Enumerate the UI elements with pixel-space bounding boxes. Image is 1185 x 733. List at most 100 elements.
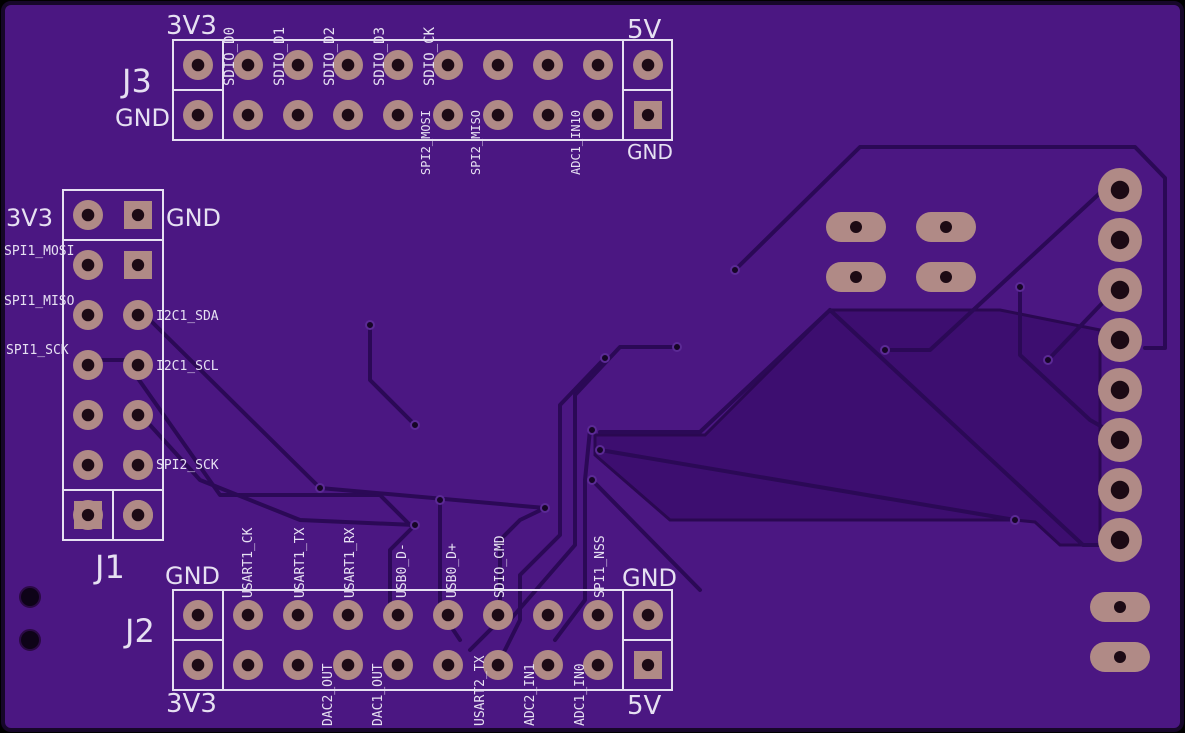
pad-hole <box>491 58 505 72</box>
pad-hole <box>241 108 255 122</box>
j2-top-pin-label: USB0_D+ <box>445 543 460 598</box>
pad-hole <box>1110 230 1130 250</box>
pad-hole <box>641 108 655 122</box>
pad-hole <box>241 58 255 72</box>
j3-bottom-pin-label: SPI2_MOSI <box>419 110 433 175</box>
oval-pad-holes <box>850 221 1126 663</box>
pad-hole <box>591 58 605 72</box>
pad-hole <box>341 108 355 122</box>
pad-hole <box>81 208 95 222</box>
j3-top-pin-label: SDIO_D2 <box>322 27 338 86</box>
j3-gnd-right-label: GND <box>627 140 673 164</box>
j1-left-pin-label: SPI1_MISO <box>4 294 75 309</box>
pad-hole <box>1110 430 1130 450</box>
pad-hole <box>131 308 145 322</box>
pad-hole <box>391 608 405 622</box>
pad-hole <box>341 658 355 672</box>
j1-3v3-label: 3V3 <box>6 204 53 232</box>
j3-header <box>172 39 673 141</box>
pad-hole <box>391 658 405 672</box>
j3-top-pin-label: SDIO_D3 <box>372 27 388 86</box>
j1-right-pin-label: I2C1_SCL <box>156 359 219 374</box>
j2-bottom-pin-label: DAC1_OUT <box>371 663 386 726</box>
pad-hole <box>1110 530 1130 550</box>
j3-bottom-pin-label: ADC1_IN10 <box>569 110 583 175</box>
j3-5v-label: 5V <box>627 15 662 45</box>
j3-bottom-pin-label: SPI2_MISO <box>469 110 483 175</box>
pad-hole <box>541 658 555 672</box>
pad-hole <box>131 408 145 422</box>
pad-hole <box>1110 480 1130 500</box>
j2-top-pin-label: USB0_D- <box>395 543 410 598</box>
pad-hole <box>1110 180 1130 200</box>
j2-top-pin-label: USART1_TX <box>293 527 308 598</box>
j3-top-pin-label: SDIO_D0 <box>222 27 238 86</box>
pad-hole <box>541 108 555 122</box>
pad-hole <box>191 608 205 622</box>
pad-hole <box>441 58 455 72</box>
pad-hole <box>441 608 455 622</box>
pad-hole <box>341 58 355 72</box>
pad-hole <box>291 608 305 622</box>
j2-top-pin-label: USART1_RX <box>343 527 358 598</box>
pad-hole <box>591 658 605 672</box>
pad-hole <box>491 608 505 622</box>
pad-hole <box>291 108 305 122</box>
mounting-holes <box>19 586 41 651</box>
j1-gnd-label: GND <box>166 204 221 232</box>
j2-ref: J2 <box>123 612 155 650</box>
pad-hole <box>641 58 655 72</box>
pad-hole <box>591 108 605 122</box>
j2-bottom-pin-label: DAC2_OUT <box>321 663 336 726</box>
pad-hole <box>191 108 205 122</box>
j3-ref: J3 <box>120 62 152 100</box>
j2-top-pin-label: SDIO_CMD <box>493 535 508 598</box>
pad-hole <box>491 108 505 122</box>
j2-bottom-pin-label: USART2_TX <box>473 655 488 726</box>
j3-top-pin-label: SDIO_D1 <box>272 27 288 86</box>
pad-hole <box>541 58 555 72</box>
j1-header <box>62 189 164 541</box>
pad-hole <box>291 58 305 72</box>
pad-hole <box>1110 280 1130 300</box>
j2-bottom-pin-label: ADC1_IN0 <box>573 663 588 726</box>
pad-hole <box>591 608 605 622</box>
pad-hole <box>241 608 255 622</box>
pad-hole <box>1110 330 1130 350</box>
j3-gnd-left-label: GND <box>115 104 170 132</box>
pad-hole <box>131 258 145 272</box>
pad-hole <box>541 608 555 622</box>
pad-hole <box>131 358 145 372</box>
j2-gnd-right-label: GND <box>622 564 677 592</box>
j1-left-pin-label: SPI1_MOSI <box>4 244 74 259</box>
j2-top-pin-label: USART1_CK <box>241 527 256 598</box>
j1-left-pin-label: SPI1_SCK <box>6 343 69 358</box>
pad-hole <box>291 658 305 672</box>
vias <box>315 265 1053 530</box>
pad-hole <box>131 508 145 522</box>
j3-top-pin-label: SDIO_CK <box>422 26 438 86</box>
pad-hole <box>81 358 95 372</box>
pad-hole <box>491 658 505 672</box>
j2-header <box>172 589 673 691</box>
pad-hole <box>441 108 455 122</box>
pad-hole <box>441 658 455 672</box>
pad-hole <box>641 658 655 672</box>
pad-hole <box>191 658 205 672</box>
pad-hole <box>131 458 145 472</box>
j1-ref: J1 <box>93 548 125 586</box>
pad-hole <box>191 58 205 72</box>
right-header-pads <box>1098 168 1142 562</box>
pad-hole <box>81 508 95 522</box>
j2-3v3-label: 3V3 <box>166 689 217 719</box>
j1-right-pin-label: SPI2_SCK <box>156 458 219 473</box>
pad-hole <box>131 208 145 222</box>
pad-hole <box>81 408 95 422</box>
j1-right-pin-label: I2C1_SDA <box>156 309 219 324</box>
j2-top-pin-label: SPI1_NSS <box>593 535 608 598</box>
j3-3v3-label: 3V3 <box>166 11 217 41</box>
pad-hole <box>391 58 405 72</box>
j2-5v-label: 5V <box>627 691 662 721</box>
j2-bottom-pin-label: ADC2_IN1 <box>523 663 538 726</box>
